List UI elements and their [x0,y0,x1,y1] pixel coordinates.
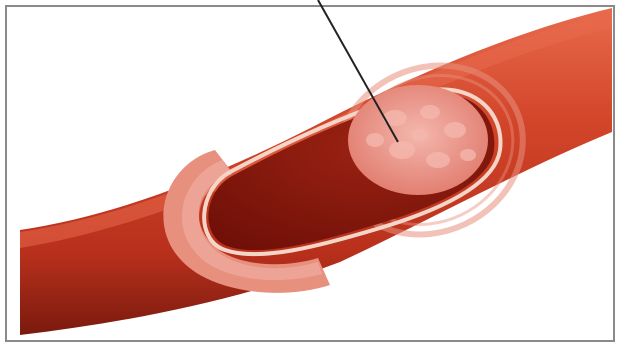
plaque-deposit [348,85,488,195]
